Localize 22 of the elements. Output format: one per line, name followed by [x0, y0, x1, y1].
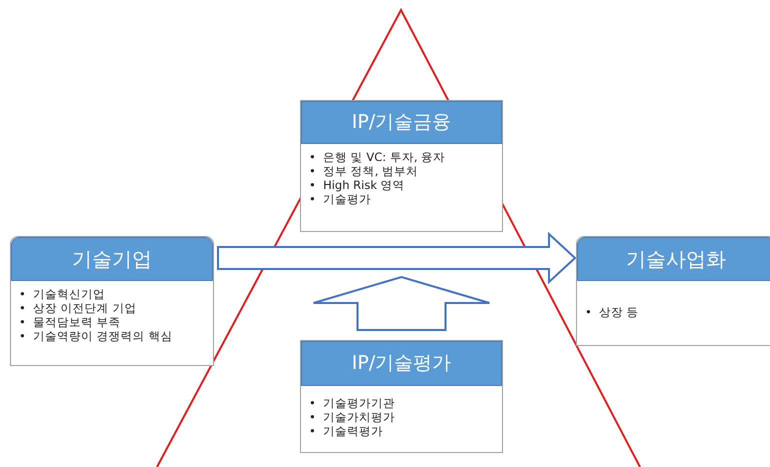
list-item: • 기술가치평가 [309, 410, 396, 424]
list-item: • High Risk 영역 [309, 178, 406, 192]
list-item: • 기술역량이 경쟁력의 핵심 [19, 329, 174, 343]
card-box [300, 100, 503, 232]
list-item: • 기술평가기관 [309, 396, 396, 410]
list-item: • 기술평가 [309, 192, 372, 206]
list-item: • 상장 이전단계 기업 [19, 301, 138, 315]
card-header: 기술기업 [11, 237, 213, 281]
card-box [300, 340, 503, 453]
list-item: • 은행 및 VC: 투자, 융자 [309, 150, 446, 164]
list-item: • 정부 정책, 범부처 [309, 164, 420, 178]
list-item: • 기술력평가 [309, 424, 384, 438]
card-header: 기술사업화 [577, 237, 770, 281]
list-item: • 물적담보력 부족 [19, 315, 122, 329]
card-header: IP/기술금융 [301, 101, 502, 144]
block-arrow [312, 276, 490, 331]
list-item: • 기술혁신기업 [19, 287, 106, 301]
list-item: • 상장 등 [585, 305, 640, 319]
card-header: IP/기술평가 [301, 341, 502, 386]
card-box [576, 236, 770, 346]
card-box [10, 236, 214, 366]
block-arrow [217, 232, 576, 284]
